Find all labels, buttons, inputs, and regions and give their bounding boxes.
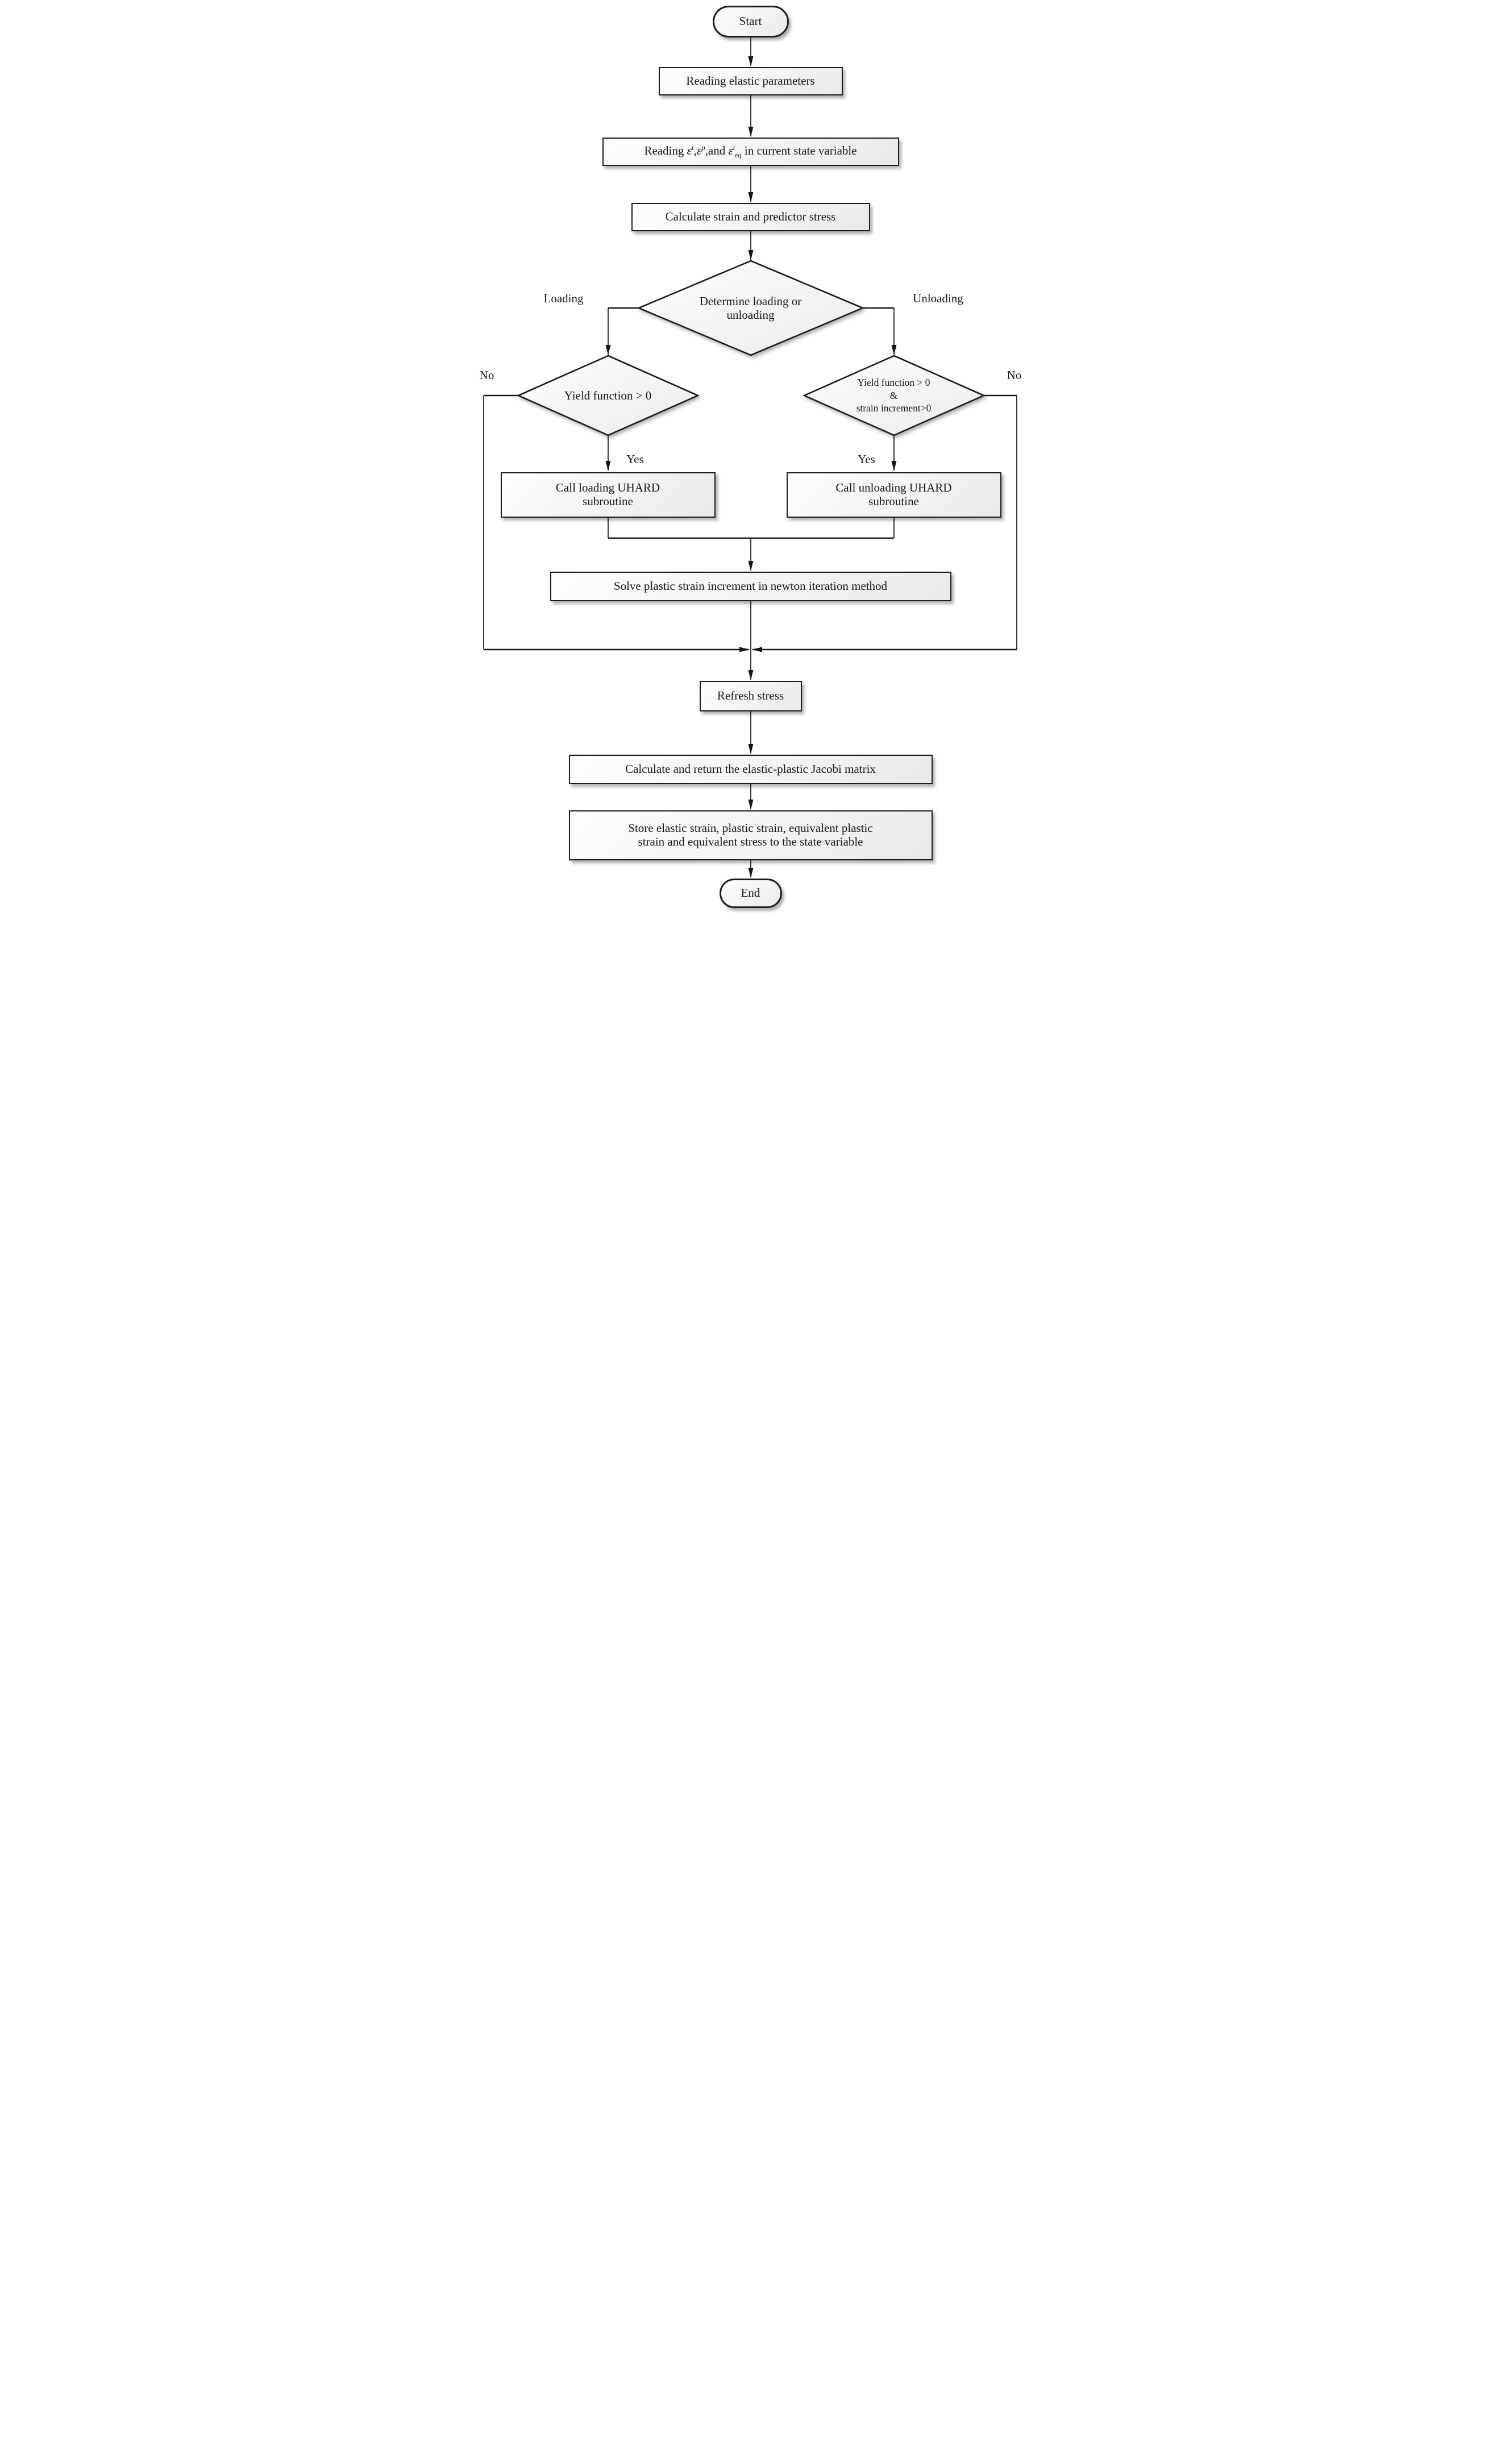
read-state-prefix: Reading <box>644 144 687 158</box>
read-state-sep1: , <box>693 144 697 158</box>
yield-unloading-line2: & <box>889 389 898 401</box>
epsilon-equivalent-sup: t <box>733 143 735 152</box>
edges <box>483 38 1017 878</box>
reading-state-text: Reading εt,εp,and εteq in current state … <box>644 143 857 160</box>
refresh-stress-node: Refresh stress <box>699 681 802 711</box>
epsilon-equivalent-sub: eq <box>734 151 742 160</box>
jacobi-matrix-node: Calculate and return the elastic-plastic… <box>568 755 933 784</box>
end-node: End <box>719 879 782 908</box>
determine-loading-diamond-shape <box>637 260 864 356</box>
determine-line2: unloading <box>726 308 775 322</box>
yield-function-loading-decision: Yield function > 0 <box>564 388 652 402</box>
determine-loading-decision: Determine loading or unloading <box>671 291 830 325</box>
calculate-strain-node: Calculate strain and predictor stress <box>631 203 870 231</box>
yield-function-unloading-decision: Yield function > 0 & strain increment>0 <box>826 371 962 421</box>
call-loading-line1: Call loading UHARD <box>555 481 660 495</box>
yield-function-unloading-diamond-shape <box>802 355 986 436</box>
connector-layer <box>483 38 1017 878</box>
no-edge-label-right: No <box>1007 368 1022 382</box>
call-unloading-uhard-node: Call unloading UHARD subroutine <box>786 472 1001 518</box>
decision-shapes <box>516 260 986 436</box>
yes-edge-label-right: Yes <box>858 452 875 466</box>
unloading-edge-label: Unloading <box>913 292 963 305</box>
reading-elastic-parameters-node: Reading elastic parameters <box>658 67 843 95</box>
epsilon-elastic-symbol: ε <box>687 144 692 158</box>
epsilon-plastic-sup: p <box>701 143 705 152</box>
yes-edge-label-left: Yes <box>626 452 644 466</box>
read-state-sep2: ,and <box>705 144 729 158</box>
call-unloading-line2: subroutine <box>868 494 919 508</box>
call-unloading-line1: Call unloading UHARD <box>835 481 952 495</box>
epsilon-plastic-symbol: ε <box>696 144 702 158</box>
flowchart-canvas: Start Reading elastic parameters Reading… <box>472 0 1029 914</box>
store-state-node: Store elastic strain, plastic strain, eq… <box>568 810 933 860</box>
call-loading-line2: subroutine <box>583 494 633 508</box>
call-loading-uhard-node: Call loading UHARD subroutine <box>500 472 716 518</box>
epsilon-equivalent-symbol: ε <box>728 144 733 158</box>
loading-edge-label: Loading <box>543 292 584 305</box>
solve-plastic-strain-node: Solve plastic strain increment in newton… <box>550 572 951 601</box>
store-line2: strain and equivalent stress to the stat… <box>638 835 863 848</box>
epsilon-elastic-sup: t <box>691 143 694 152</box>
yield-unloading-line3: strain increment>0 <box>856 402 932 414</box>
read-state-suffix: in current state variable <box>741 144 857 158</box>
start-node: Start <box>712 6 789 38</box>
yield-function-loading-diamond-shape <box>516 355 700 436</box>
store-line1: Store elastic strain, plastic strain, eq… <box>628 821 873 835</box>
determine-line1: Determine loading or <box>699 294 802 308</box>
yield-unloading-line1: Yield function > 0 <box>857 376 930 388</box>
reading-state-variables-node: Reading εt,εp,and εteq in current state … <box>602 138 899 166</box>
no-edge-label-left: No <box>479 368 494 382</box>
